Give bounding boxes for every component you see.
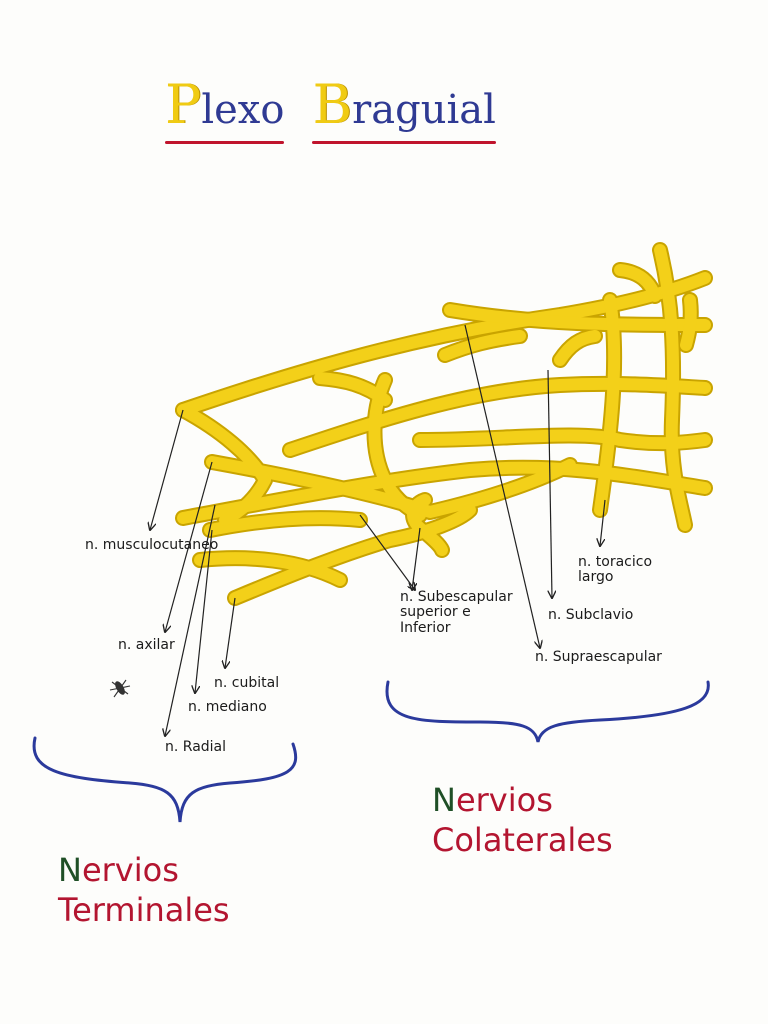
label-musculocutaneo: n. musculocutaneo <box>85 537 219 553</box>
arrow-cubital <box>225 597 236 668</box>
title-underline <box>312 141 496 144</box>
arrow-toracico <box>600 499 606 546</box>
label-subclavio: n. Subclavio <box>548 607 634 623</box>
arrow-musculocutaneo <box>150 409 184 530</box>
page-title: Plexo Braguial <box>165 78 524 144</box>
bracket-terminales <box>32 736 298 823</box>
arrow-mediano <box>195 529 213 693</box>
title-word-plexo: Plexo <box>165 78 285 144</box>
arrow-subclavio <box>547 369 552 598</box>
arrow-axilar <box>165 461 213 632</box>
group-terminales: Nervios Terminales <box>58 850 230 930</box>
group-colaterales-line1: Nervios <box>432 781 553 819</box>
title-underline <box>165 141 285 144</box>
label-toracico-largo: n. toracico largo <box>578 554 653 586</box>
arrow-radial <box>165 504 216 736</box>
label-supraescapular: n. Supraescapular <box>535 649 662 665</box>
title-word-braquial: Braguial <box>312 78 496 144</box>
group-colaterales: Nervios Colaterales <box>432 780 613 860</box>
label-axilar: n. axilar <box>118 637 175 653</box>
label-mediano: n. mediano <box>188 699 267 715</box>
label-pointer-arrows <box>150 324 606 736</box>
arrow-supraescapular <box>464 324 540 648</box>
group-terminales-line2: Terminales <box>58 891 230 929</box>
bracket-colaterales <box>385 680 710 743</box>
insect-doodle <box>109 679 131 698</box>
arrow-subescapular-1 <box>359 514 415 590</box>
group-terminales-line1: Nervios <box>58 851 179 889</box>
group-colaterales-line2: Colaterales <box>432 821 613 859</box>
arrow-subescapular-2 <box>412 527 421 590</box>
label-radial: n. Radial <box>165 739 227 755</box>
nerve-plexus-drawing <box>175 242 713 606</box>
label-cubital: n. cubital <box>214 675 280 691</box>
label-subescapular: n. Subescapular superior e Inferior <box>400 589 513 636</box>
